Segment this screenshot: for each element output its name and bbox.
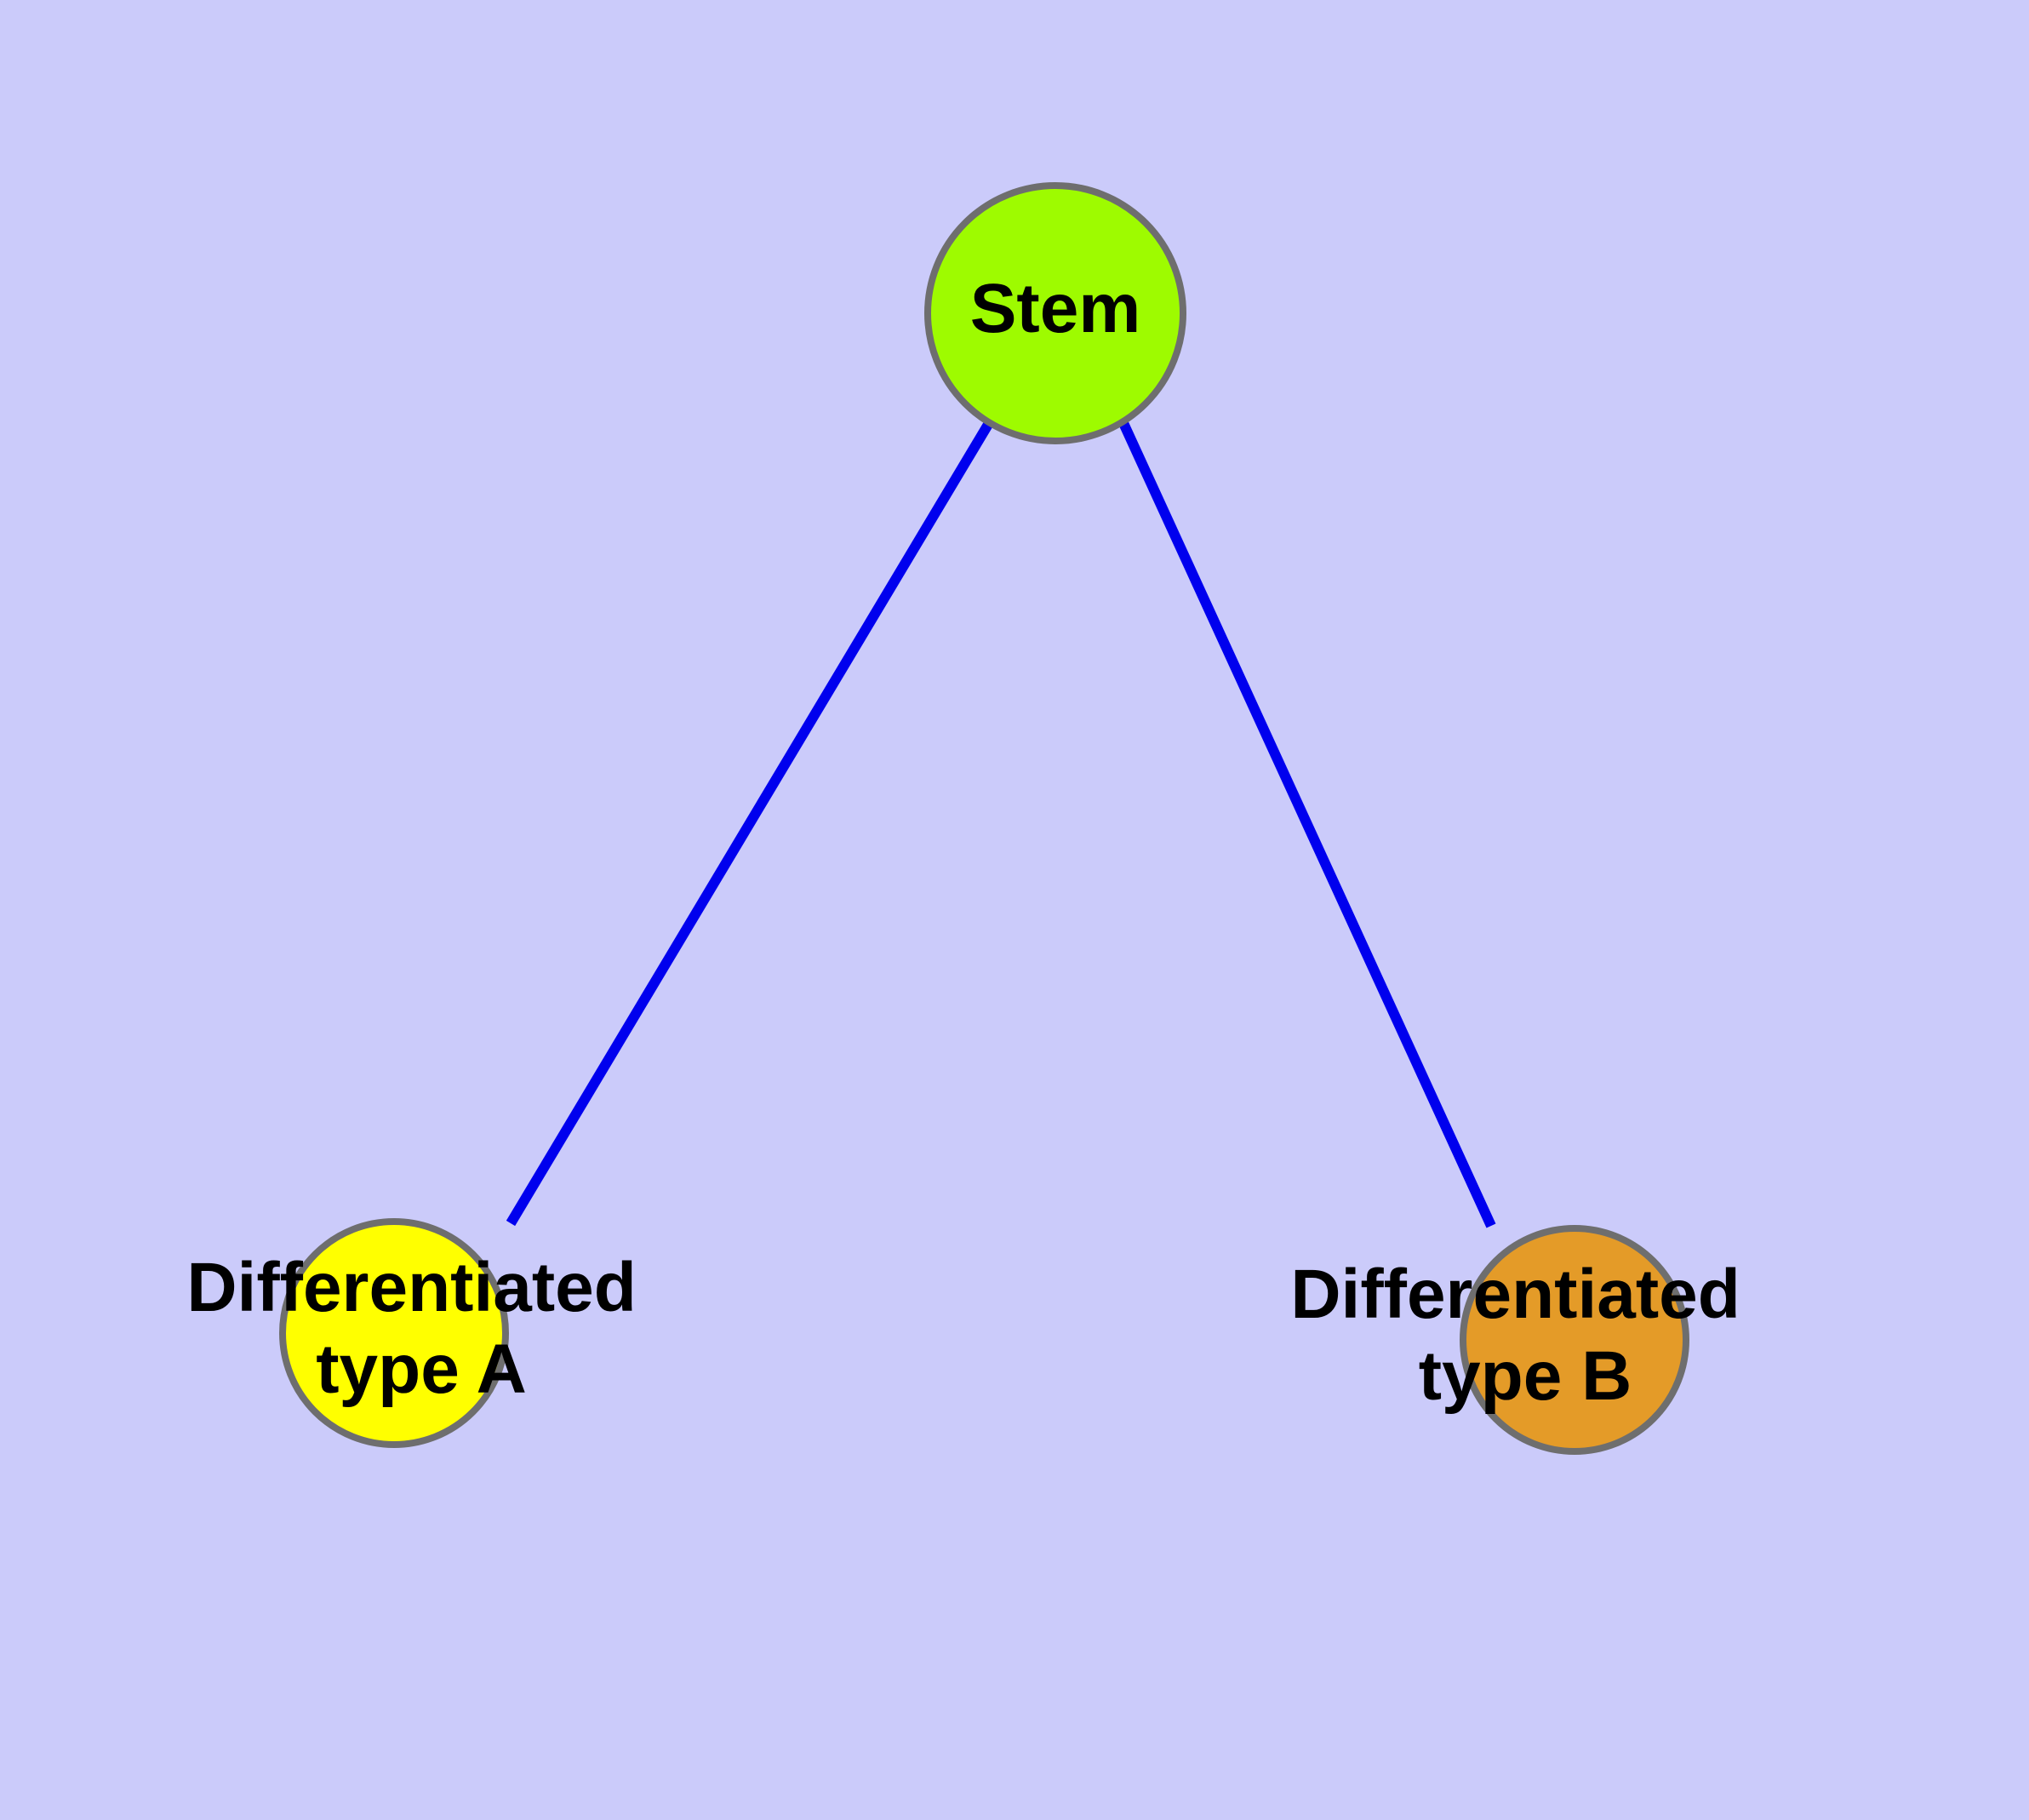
node-label-differentiated-type-a-line-2: type A — [316, 1331, 527, 1408]
node-differentiated-type-a[interactable] — [279, 1218, 509, 1448]
node-label-differentiated-type-b-line-1: Differentiated — [1290, 1256, 1740, 1333]
edges-layer — [506, 420, 1496, 1228]
nodes-layer — [279, 182, 1689, 1455]
node-label-stem-line-1: Stem — [970, 270, 1141, 347]
node-differentiated-type-b[interactable] — [1460, 1225, 1689, 1455]
edge-stem-to-differentiated-type-b[interactable] — [1118, 421, 1496, 1228]
node-label-differentiated-type-a-line-1: Differentiated — [186, 1249, 637, 1326]
node-label-differentiated-type-a: Differentiated type A — [186, 1249, 655, 1408]
edge-stem-to-differentiated-type-a[interactable] — [506, 420, 994, 1227]
node-label-differentiated-type-b: Differentiated type B — [1290, 1256, 1759, 1415]
labels-layer: Stem Differentiated type A Differentiate… — [186, 270, 1759, 1415]
node-stem[interactable] — [924, 182, 1186, 444]
node-label-stem: Stem — [970, 270, 1141, 347]
node-label-differentiated-type-b-line-2: type B — [1419, 1337, 1632, 1415]
